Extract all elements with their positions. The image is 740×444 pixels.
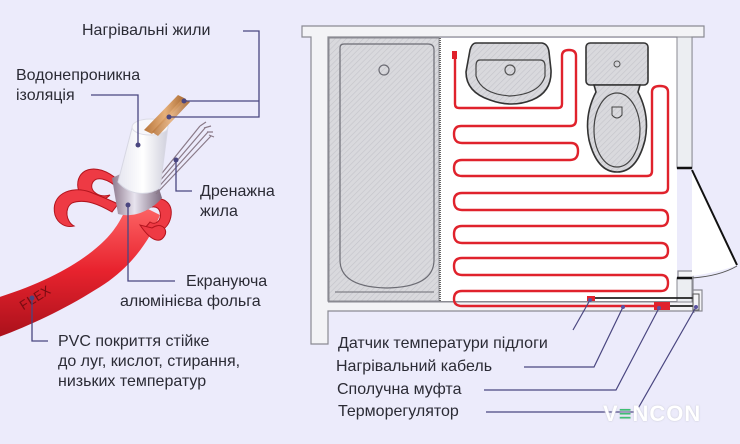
- washbasin: [465, 42, 552, 105]
- label-heating-cores: Нагрівальні жили: [82, 22, 211, 39]
- label-thermostat: Терморегулятор: [338, 403, 459, 420]
- door: [691, 169, 738, 279]
- label-coupling: Сполучна муфта: [337, 381, 462, 398]
- heating-cable: [452, 48, 670, 308]
- label-shield-foil-line1: Екрануюча: [186, 273, 268, 290]
- label-drain-wire-line1: Дренажна: [200, 183, 275, 200]
- leader-coupling: [484, 307, 660, 391]
- drain-icon: [378, 64, 390, 76]
- label-floor-sensor: Датчик температури підлоги: [338, 335, 548, 352]
- cable-leader-lines: [31, 30, 260, 342]
- leader-thermostat: [486, 306, 697, 413]
- leader-heating-cable: [524, 306, 624, 368]
- logo-prefix: V: [603, 401, 619, 426]
- brand-logo: V≡NCON: [603, 401, 701, 427]
- label-heating-cable: Нагрівальний кабель: [336, 358, 493, 375]
- plan-leader-lines: [484, 299, 697, 413]
- leader-heating-cores: [169, 30, 260, 118]
- bathtub: [328, 37, 441, 302]
- coupling-sleeve: [654, 302, 670, 310]
- waterproof-insulation: [117, 125, 169, 194]
- logo-suffix: NCON: [632, 401, 702, 426]
- label-pvc-line1: PVC покриття стійке: [58, 333, 210, 350]
- plan-leader-dots: [588, 298, 698, 310]
- label-waterproof-insulation-line1: Водонепроникна: [16, 67, 141, 84]
- label-drain-wire-line2: жила: [200, 203, 238, 220]
- logo-accent-icon: ≡: [618, 401, 633, 426]
- label-pvc-line2: до луг, кислот, стирання,: [58, 353, 241, 370]
- peeled-jacket-ribbons: [53, 168, 172, 241]
- thermostat: [692, 293, 700, 311]
- label-pvc-line3: низьких температур: [58, 373, 207, 390]
- leader-drain-wire: [175, 160, 192, 192]
- leader-insulation: [91, 94, 139, 145]
- leader-floor-sensor: [572, 299, 591, 331]
- label-waterproof-insulation-line2: ізоляція: [16, 87, 75, 104]
- leader-pvc: [31, 298, 48, 342]
- wall-right-upper: [676, 36, 693, 169]
- toilet: [585, 42, 649, 173]
- leader-dots: [29, 98, 187, 301]
- label-shield-foil-line2: алюмінієва фольга: [120, 293, 261, 310]
- leader-foil: [127, 205, 175, 282]
